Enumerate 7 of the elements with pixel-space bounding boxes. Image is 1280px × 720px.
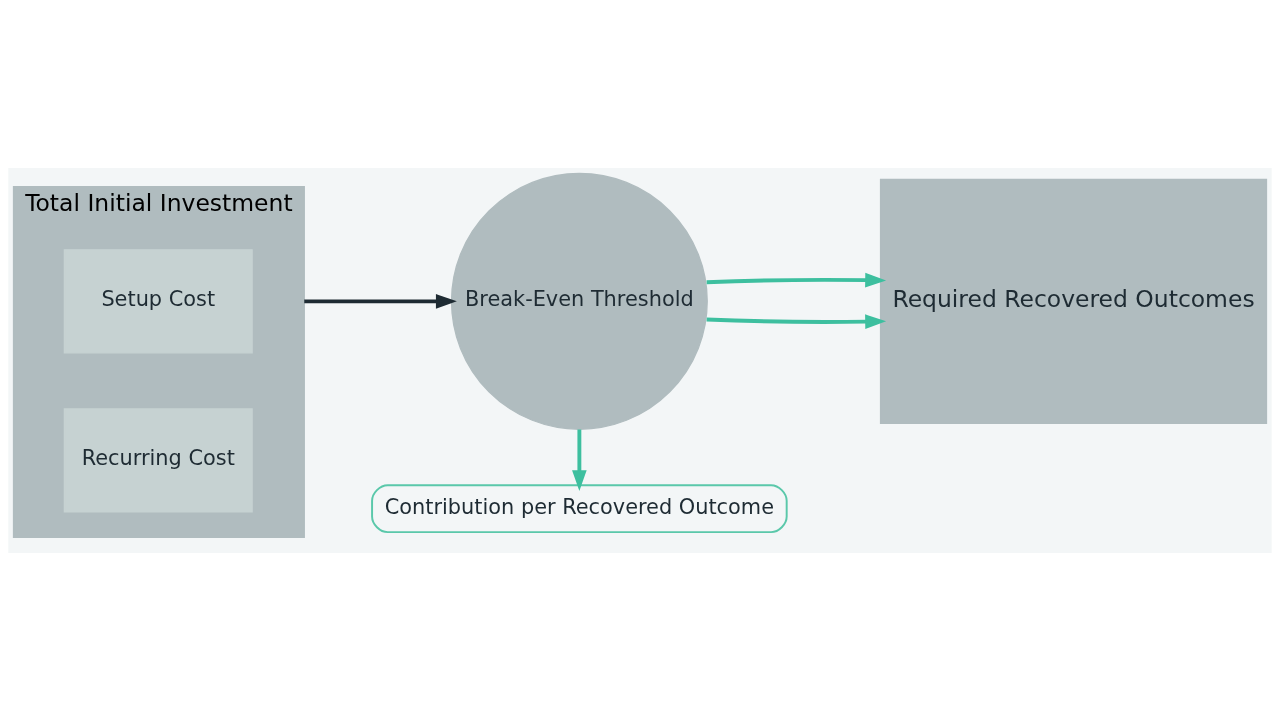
arrow [572, 429, 587, 491]
node-box: Contribution per Recovered Outcome [371, 483, 788, 533]
node-circle: Break-Even Threshold [450, 172, 708, 430]
node-box: Required Recovered Outcomes [879, 178, 1268, 424]
arrow [706, 313, 887, 329]
arrow [304, 293, 457, 309]
arrow [706, 272, 887, 287]
